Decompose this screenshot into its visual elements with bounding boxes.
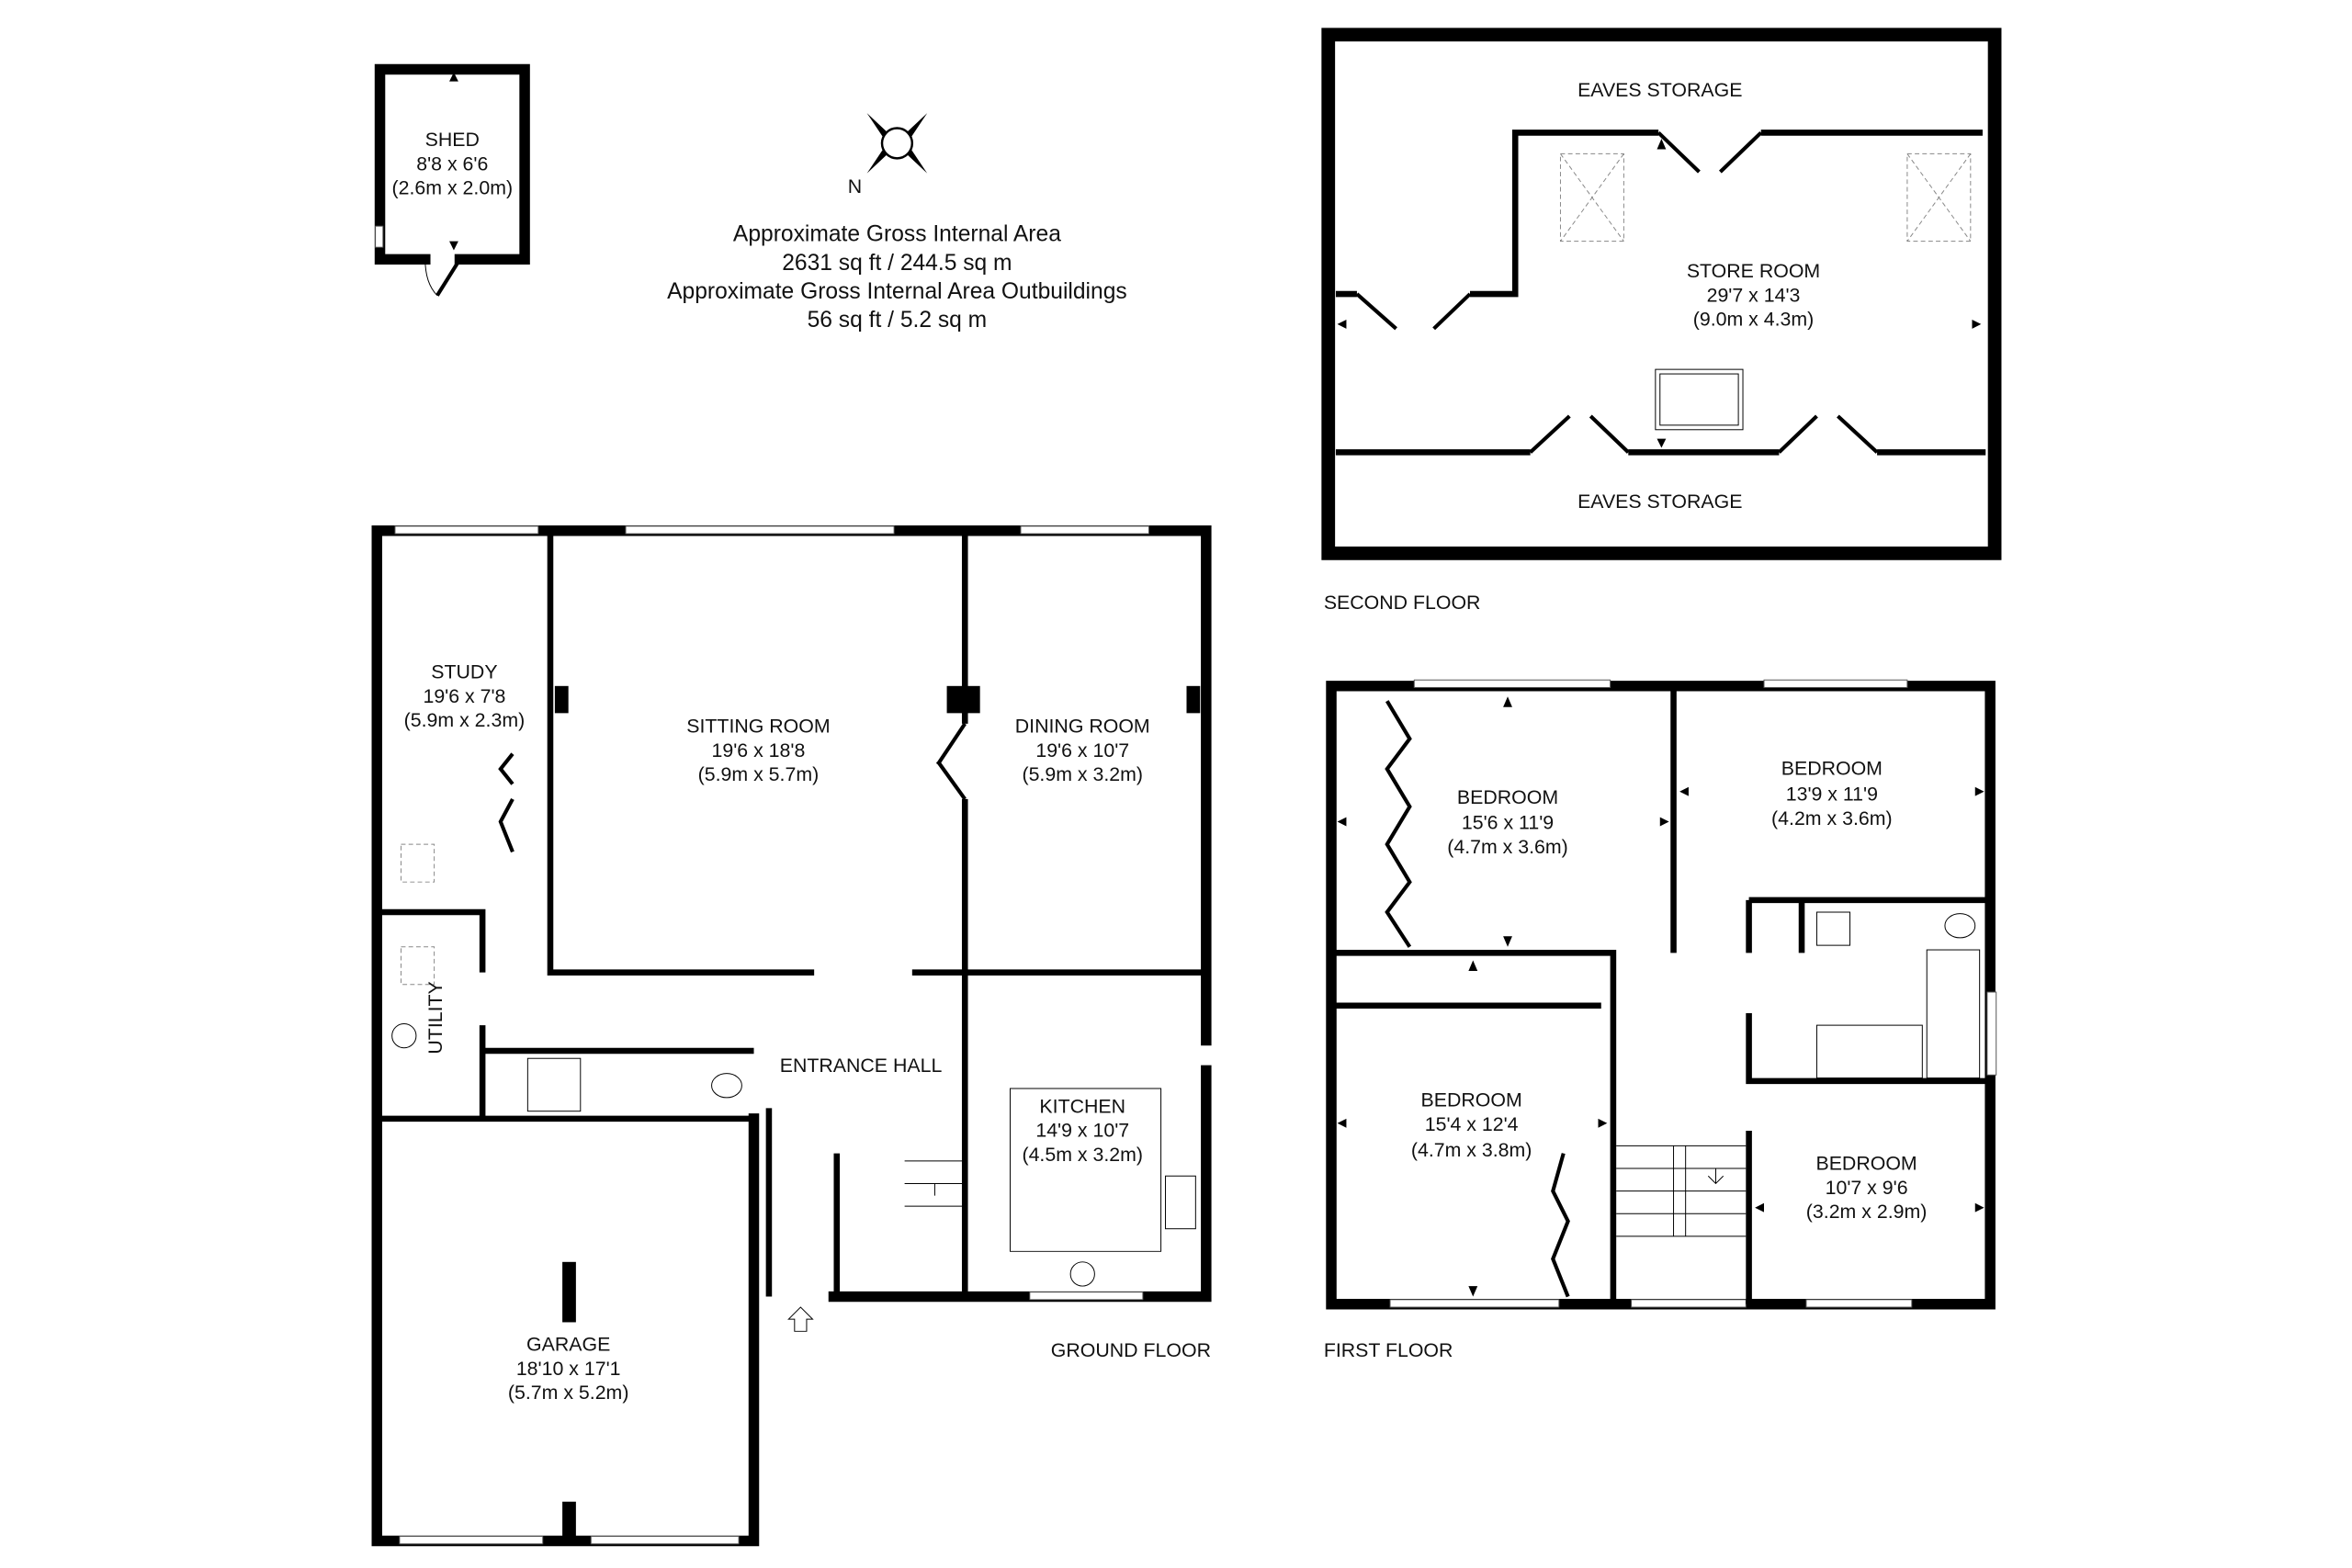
- second-floor-label: SECOND FLOOR: [1324, 592, 1481, 614]
- garage-imperial: 18'10 x 17'1: [516, 1358, 621, 1380]
- area-line-4: 56 sq ft / 5.2 sq m: [808, 308, 988, 333]
- kitchen-name: KITCHEN: [1039, 1095, 1125, 1117]
- dining-room-imperial: 19'6 x 10'7: [1035, 739, 1129, 761]
- area-line-3: Approximate Gross Internal Area Outbuild…: [667, 279, 1127, 304]
- study-name: STUDY: [431, 661, 497, 683]
- garage-metric: (5.7m x 5.2m): [508, 1382, 629, 1404]
- dining-room-name: DINING ROOM: [1015, 716, 1150, 738]
- bedroom-2-metric: (4.2m x 3.6m): [1771, 807, 1893, 829]
- bedroom-4-name: BEDROOM: [1815, 1153, 1917, 1175]
- bedroom-4-imperial: 10'7 x 9'6: [1826, 1177, 1908, 1199]
- bedroom-3-metric: (4.7m x 3.8m): [1411, 1139, 1532, 1161]
- sitting-room-name: SITTING ROOM: [686, 716, 830, 738]
- dining-room-metric: (5.9m x 3.2m): [1022, 763, 1143, 785]
- store-room-name: STORE ROOM: [1687, 260, 1820, 282]
- garage-name: GARAGE: [526, 1334, 610, 1356]
- first-floor-plan: BEDROOM 15'6 x 11'9 (4.7m x 3.6m) BEDROO…: [1324, 679, 1997, 1361]
- bedroom-1-metric: (4.7m x 3.6m): [1447, 836, 1568, 858]
- study-imperial: 19'6 x 7'8: [423, 685, 505, 707]
- study-metric: (5.9m x 2.3m): [404, 709, 526, 731]
- shed-plan: SHED 8'8 x 6'6 (2.6m x 2.0m): [374, 63, 530, 297]
- ground-floor-label: GROUND FLOOR: [1051, 1339, 1211, 1361]
- area-line-2: 2631 sq ft / 244.5 sq m: [782, 251, 1012, 276]
- sitting-room-metric: (5.9m x 5.7m): [698, 763, 820, 785]
- eaves-storage-top-label: EAVES STORAGE: [1577, 79, 1742, 101]
- bedroom-1-name: BEDROOM: [1457, 786, 1558, 808]
- shed-imperial: 8'8 x 6'6: [416, 152, 488, 175]
- bedroom-3-name: BEDROOM: [1421, 1089, 1522, 1111]
- bedroom-1-imperial: 15'6 x 11'9: [1462, 812, 1554, 834]
- staircase: [1616, 1145, 1747, 1237]
- bedroom-3-imperial: 15'4 x 12'4: [1425, 1113, 1519, 1135]
- bedroom-2-imperial: 13'9 x 11'9: [1786, 784, 1878, 806]
- second-floor-plan: EAVES STORAGE STORE ROOM 29'7 x 14'3 (9.…: [1321, 28, 2002, 614]
- utility-name: UTILITY: [424, 981, 447, 1054]
- sitting-room-imperial: 19'6 x 18'8: [712, 739, 806, 761]
- compass-icon: [866, 113, 928, 174]
- kitchen-imperial: 14'9 x 10'7: [1035, 1120, 1129, 1142]
- shed-name: SHED: [425, 129, 480, 151]
- bedroom-4-metric: (3.2m x 2.9m): [1806, 1201, 1928, 1223]
- kitchen-metric: (4.5m x 3.2m): [1022, 1144, 1143, 1166]
- compass-north-label: N: [848, 175, 862, 197]
- shed-metric: (2.6m x 2.0m): [392, 177, 514, 199]
- bedroom-2-name: BEDROOM: [1781, 758, 1883, 780]
- ground-floor-plan: STUDY 19'6 x 7'8 (5.9m x 2.3m) SITTING R…: [371, 525, 1212, 1547]
- store-room-imperial: 29'7 x 14'3: [1707, 284, 1801, 306]
- store-room-metric: (9.0m x 4.3m): [1693, 309, 1815, 331]
- first-floor-label: FIRST FLOOR: [1324, 1339, 1453, 1361]
- area-summary: Approximate Gross Internal Area 2631 sq …: [667, 222, 1127, 333]
- entrance-hall-name: ENTRANCE HALL: [780, 1055, 943, 1077]
- eaves-storage-bottom-label: EAVES STORAGE: [1577, 491, 1742, 513]
- area-line-1: Approximate Gross Internal Area: [733, 222, 1061, 247]
